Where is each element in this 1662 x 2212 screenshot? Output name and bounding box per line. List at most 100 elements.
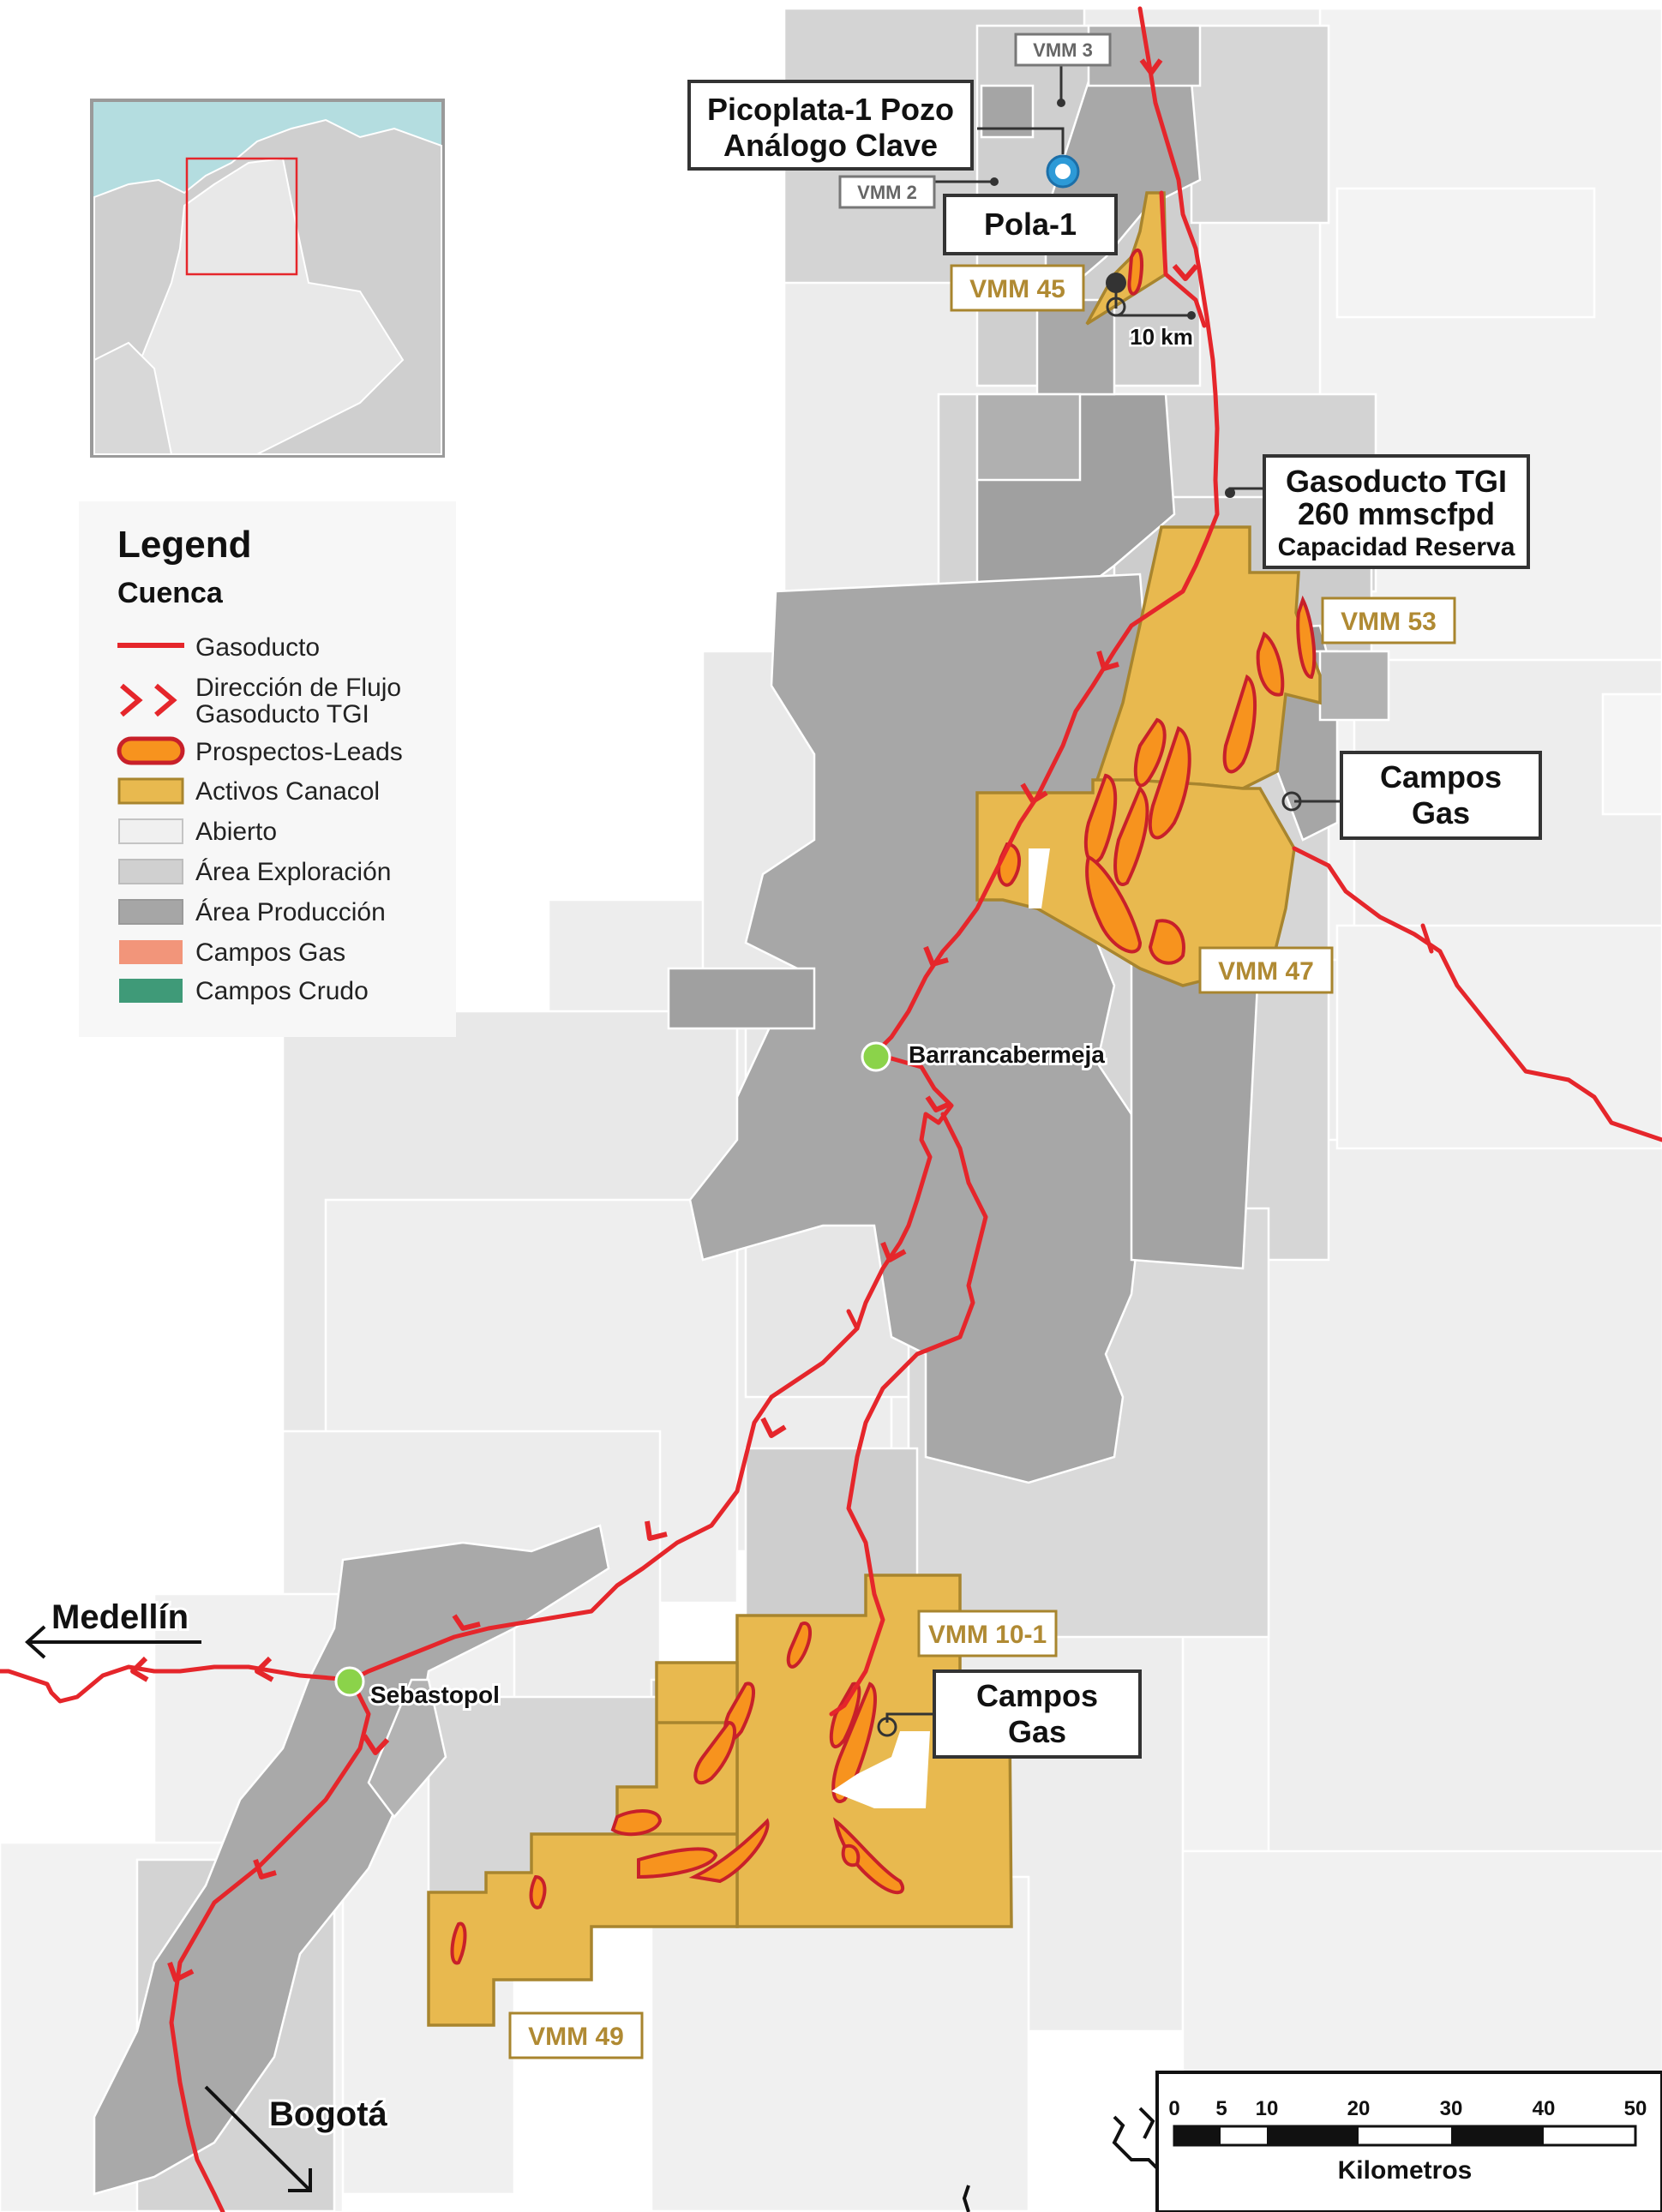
legend-subtitle: Cuenca (117, 577, 224, 609)
flow-chevron (255, 1656, 274, 1682)
leader-dot (990, 177, 999, 186)
flow-chevron (1172, 264, 1199, 281)
production-area (367, 1678, 447, 1819)
vmm3-label: VMM 3 (1033, 39, 1093, 61)
lead (1148, 726, 1191, 840)
inset-land (135, 157, 405, 455)
lead (450, 1921, 467, 1965)
campos-gas-callout-line1: Campos (976, 1678, 1098, 1713)
lead (529, 1874, 547, 1909)
vmm47-label-box (1198, 946, 1334, 994)
flow-chevron (923, 945, 949, 967)
pola-callout-label: Pola-1 (984, 207, 1077, 242)
flow-chevron (1096, 650, 1119, 671)
pipeline (1159, 190, 1207, 328)
scale-bar: 0 5 10 20 30 40 50 Kilometros (1155, 2071, 1662, 2212)
legend-oil-field-swatch (119, 979, 183, 1003)
leader-dot (1057, 99, 1065, 107)
flow-direction-layer (130, 58, 1199, 1982)
flow-chevron (130, 1656, 149, 1682)
picoplata-callout-line1: Picoplata-1 Pozo (707, 92, 954, 127)
pipeline (872, 6, 1220, 1057)
scale-tick-label: 30 (1440, 2097, 1463, 2120)
legend-open-swatch (118, 818, 183, 844)
flow-chevron (452, 1614, 481, 1631)
vmm2-label: VMM 2 (857, 182, 917, 203)
scale-segment (1451, 2126, 1544, 2145)
scale-segment (1174, 2126, 1221, 2145)
vmm10-label: VMM 10-1 (928, 1621, 1047, 1649)
pola-well-icon (1106, 273, 1126, 293)
campos-gas-callout-line2: Gas (1412, 795, 1470, 830)
scale-tick-label: 10 (1256, 2097, 1279, 2120)
exploration-area (1190, 24, 1330, 225)
lead (841, 1843, 861, 1867)
pipeline (846, 1309, 860, 1331)
lead (1113, 785, 1149, 886)
leader-line (977, 127, 1065, 154)
ten-km-label: 10 km (1130, 324, 1193, 350)
lead (829, 1681, 861, 1748)
leader-dot (1225, 488, 1235, 498)
legend-item-label: Área Exploración (195, 858, 391, 886)
lead (688, 1818, 770, 1884)
leads-layer (450, 249, 1317, 1965)
medellin-label: Medellín (51, 1598, 189, 1636)
legend-lead-swatch (117, 736, 185, 765)
pipeline (1292, 846, 1662, 1142)
legend-item-label: Prospectos-Leads (195, 738, 403, 766)
vmm45-label-box (950, 264, 1085, 312)
open-area (831, 1731, 930, 1808)
lead (1085, 854, 1143, 954)
lead (1127, 249, 1143, 296)
legend-gas-field-swatch (119, 940, 183, 964)
tgi-callout-line3: Capacidad Reserva (1278, 533, 1515, 561)
pipeline (829, 1112, 988, 1717)
legend-item-label: Gasoducto TGI (195, 700, 369, 728)
flow-chevron (925, 1095, 951, 1112)
production-area (1035, 298, 1116, 396)
legend-item-label: Campos Crudo (195, 977, 369, 1005)
flow-chevron (645, 1520, 668, 1541)
town-sebastopol-marker (334, 1666, 365, 1697)
legend-canacol-swatch (117, 777, 184, 805)
flow-chevron (760, 1417, 787, 1438)
open-area (1029, 848, 1050, 908)
vmm49-label-box (508, 2011, 644, 2059)
canacol-layer (427, 191, 1322, 2027)
flow-chevron (167, 1962, 195, 1982)
scale-ticks: 0 5 10 20 30 40 50 (1168, 2097, 1647, 2120)
tgi-callout-line2: 260 mmscfpd (1298, 496, 1495, 531)
legend-chevron-icon (120, 683, 143, 717)
river (962, 2185, 970, 2212)
vmm53-label: VMM 53 (1341, 608, 1437, 636)
production-area (667, 967, 816, 1030)
scale-tick-label: 0 (1168, 2097, 1179, 2120)
pipeline (169, 1677, 371, 2212)
vmm47-label: VMM 47 (1218, 957, 1314, 986)
picoplata-callout-line2: Análogo Clave (723, 128, 938, 163)
lead (1133, 717, 1167, 788)
medellin-arrow-icon (25, 1625, 201, 1659)
vmm49-label: VMM 49 (528, 2023, 624, 2051)
vmm10-label-box (917, 1610, 1058, 1658)
lead (831, 1681, 877, 1803)
scale-title: Kilometros (1338, 2156, 1473, 2185)
bogota-arrow-icon (204, 2085, 312, 2192)
vmm45-label: VMM 45 (969, 275, 1065, 303)
inset-extent-box (185, 157, 298, 276)
legend-exploration-swatch (118, 859, 183, 884)
scale-tick-label: 20 (1347, 2097, 1371, 2120)
tgi-callout-line1: Gasoducto TGI (1286, 464, 1507, 499)
tgi-callout (1263, 454, 1530, 569)
town-barrancabermeja-marker (861, 1041, 891, 1072)
river (1138, 2107, 1155, 2139)
lead (1256, 631, 1285, 697)
legend: Legend Cuenca Gasoducto Dirección de Flu… (79, 501, 456, 1037)
inset-map (90, 99, 445, 458)
campos-gas-callout-line2: Gas (1008, 1714, 1066, 1749)
scale-segment (1173, 2125, 1637, 2147)
lead (1083, 773, 1118, 865)
flow-chevron (253, 1859, 277, 1879)
